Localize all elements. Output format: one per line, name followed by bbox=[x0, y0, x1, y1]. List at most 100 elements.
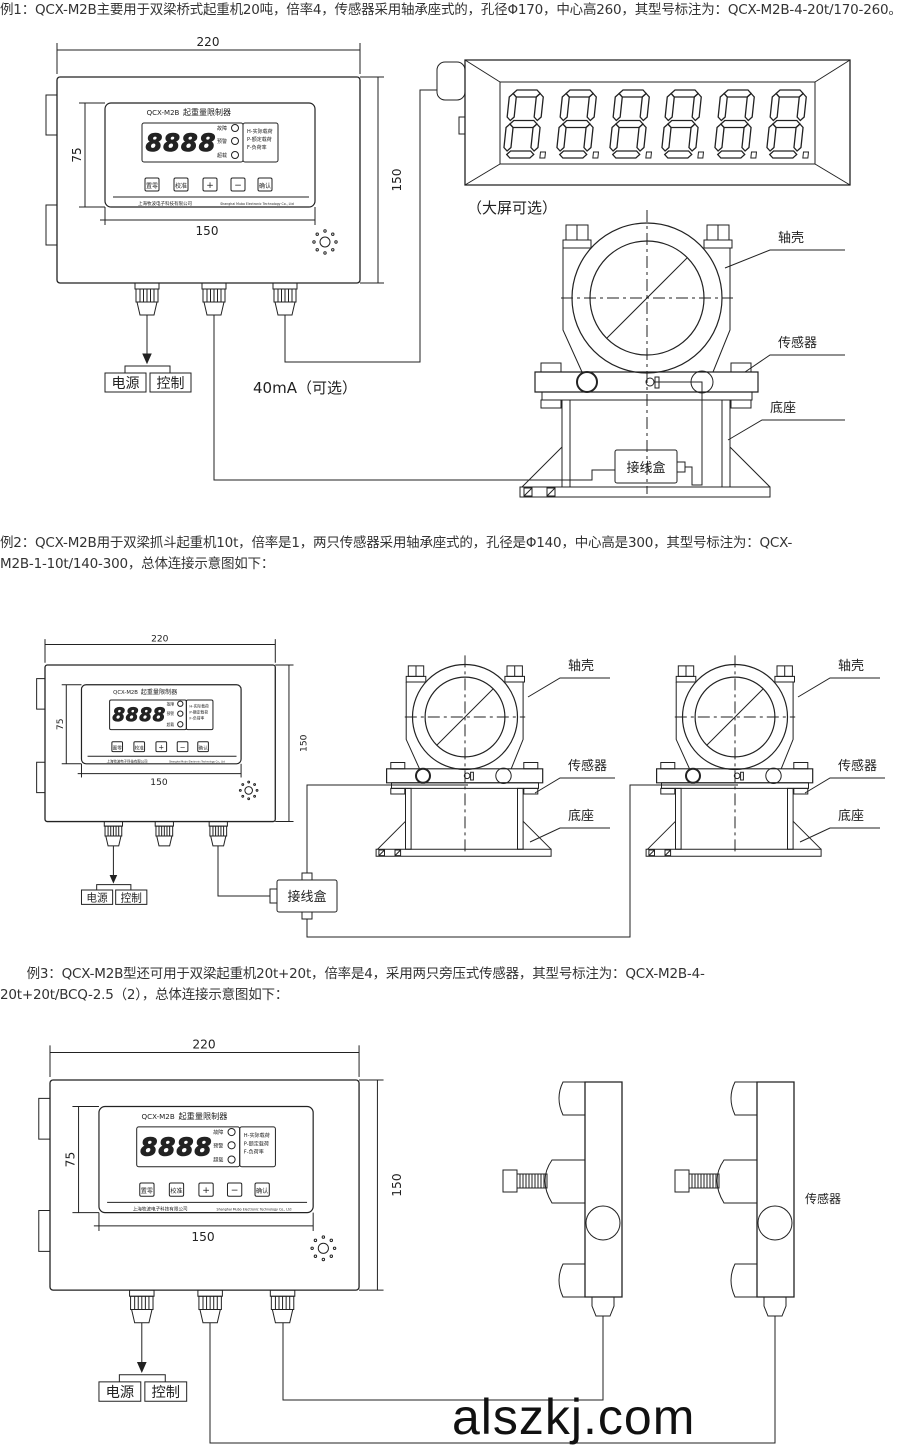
sensor-pin bbox=[758, 1206, 792, 1240]
buzzer-dot bbox=[311, 1247, 313, 1249]
display-digits: 8888 bbox=[112, 705, 166, 726]
control-label: 控制 bbox=[152, 1384, 181, 1401]
segment bbox=[742, 124, 752, 151]
base-plate bbox=[376, 849, 551, 856]
buzzer-dot bbox=[335, 241, 337, 243]
led-indicator-icon bbox=[178, 701, 183, 706]
output-bracket bbox=[125, 366, 170, 373]
led-indicator-icon bbox=[178, 711, 183, 716]
segment bbox=[531, 124, 541, 151]
plate-bolt bbox=[731, 400, 751, 408]
gusset-right bbox=[730, 447, 770, 487]
panel-button-4 bbox=[255, 1183, 269, 1196]
bolt-washer bbox=[406, 676, 426, 682]
segment bbox=[534, 94, 544, 121]
segment bbox=[671, 90, 699, 97]
segment bbox=[560, 94, 570, 121]
gusset-left bbox=[648, 821, 676, 849]
panel-button-2 bbox=[156, 742, 167, 752]
housing-right-side bbox=[781, 682, 793, 769]
segment bbox=[689, 124, 699, 151]
buzzer-dot bbox=[248, 798, 250, 800]
base-plate bbox=[520, 487, 770, 497]
bearing-sensor-2b bbox=[646, 655, 821, 856]
led-indicator-icon bbox=[228, 1156, 235, 1163]
panel-button-3 bbox=[227, 1183, 241, 1196]
cable-gland-0 bbox=[130, 1290, 154, 1323]
panel-button-label-1: 校准 bbox=[135, 744, 145, 751]
gusset-right bbox=[523, 821, 551, 849]
segment bbox=[566, 90, 594, 97]
led-label-2: 超载 bbox=[217, 152, 227, 159]
housing-2b-leader bbox=[798, 678, 880, 697]
signal-note: 40mA（可选） bbox=[253, 379, 357, 397]
plate-bolt bbox=[391, 788, 405, 794]
display-bracket bbox=[459, 117, 465, 134]
base-2a-leader bbox=[530, 828, 610, 842]
sensor-connector bbox=[655, 377, 659, 388]
housing-right-side bbox=[713, 248, 730, 372]
legend-item-1: P-额定载荷 bbox=[244, 1140, 269, 1147]
segment bbox=[504, 124, 514, 151]
display-cable bbox=[285, 90, 437, 362]
column-right bbox=[722, 400, 730, 487]
panel-name-label: 起重量限制器 bbox=[141, 688, 177, 696]
arrow-down-icon bbox=[110, 876, 116, 883]
control-box bbox=[150, 373, 191, 392]
segment bbox=[721, 121, 749, 128]
cable-gland-2 bbox=[273, 283, 297, 315]
plate-bolt bbox=[661, 763, 675, 769]
junction-box-2-gland-bottom bbox=[302, 912, 312, 919]
panel-outline bbox=[99, 1107, 313, 1213]
sensor-connector-icon bbox=[464, 773, 470, 779]
press-dome bbox=[717, 1160, 757, 1203]
bolt-washer bbox=[704, 240, 732, 248]
cable-gland-2 bbox=[270, 1290, 294, 1323]
dimension-150-width-label: 150 bbox=[196, 224, 219, 238]
legend-item-1: P-额定载荷 bbox=[247, 136, 272, 143]
buzzer-icon bbox=[239, 781, 258, 800]
panel-button-label-4: 确认 bbox=[199, 744, 209, 751]
sensor-pin bbox=[586, 1206, 620, 1240]
decimal-point bbox=[593, 152, 599, 158]
power-box bbox=[99, 1382, 141, 1401]
top-hook bbox=[731, 1082, 757, 1115]
seven-segment-digit-4 bbox=[714, 90, 763, 158]
dimension-150-height-label: 150 bbox=[299, 734, 309, 752]
seven-segment-digit-1 bbox=[556, 90, 605, 158]
power-control-output: 电源控制 bbox=[81, 846, 146, 905]
base-2a-label: 底座 bbox=[568, 808, 594, 824]
buzzer-dot bbox=[322, 1258, 324, 1260]
decimal-point bbox=[540, 152, 546, 158]
bottom-hook bbox=[731, 1264, 757, 1297]
arrow-down-icon bbox=[138, 1363, 146, 1372]
panel-button-2 bbox=[199, 1183, 213, 1196]
column-left bbox=[562, 400, 570, 487]
plate-bolt bbox=[731, 363, 751, 372]
buzzer-dot bbox=[314, 1255, 316, 1257]
buzzer-dot bbox=[254, 795, 256, 797]
example-1-line-1: 例1：QCX-M2B主要用于双梁桥式起重机20吨，倍率4，传感器采用轴承座式的，… bbox=[0, 2, 900, 18]
plate-bolt bbox=[541, 363, 561, 372]
buzzer-dot bbox=[324, 230, 326, 232]
sensor-bar bbox=[585, 1082, 622, 1297]
bearing-sensor-1 bbox=[520, 210, 770, 497]
example-2-text: 例2：QCX-M2B用于双梁抓斗起重机10t，倍率是1，两只传感器采用轴承座式的… bbox=[0, 533, 792, 575]
panel-button-4 bbox=[198, 742, 209, 752]
panel-button-1 bbox=[169, 1183, 183, 1196]
housing-2a-label: 轴壳 bbox=[568, 659, 594, 674]
bolt-washer bbox=[505, 676, 525, 682]
housing-left-side bbox=[406, 682, 419, 769]
panel-button-3 bbox=[177, 742, 188, 752]
lower-plate bbox=[542, 392, 752, 400]
buzzer-ring bbox=[245, 787, 253, 795]
junction-to-sensor-b-cable bbox=[307, 785, 738, 937]
power-control-output: 电源控制 bbox=[99, 1323, 187, 1402]
led-indicator-icon bbox=[232, 152, 239, 159]
legend-item-2: F-负荷率 bbox=[189, 716, 204, 721]
panel-button-label-1: 校准 bbox=[175, 182, 187, 190]
output-bracket bbox=[97, 885, 131, 890]
